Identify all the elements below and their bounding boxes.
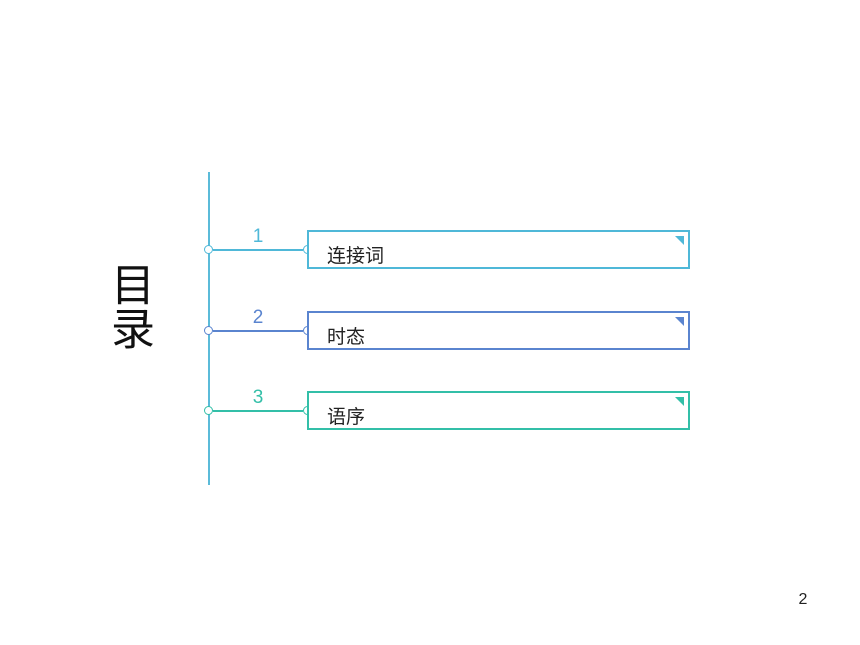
toc-item-label: 语序 <box>327 406 366 428</box>
node-circle-icon <box>204 406 213 415</box>
corner-triangle-icon <box>675 397 684 406</box>
corner-triangle-icon <box>675 236 684 245</box>
toc-item-3[interactable]: 3 语序 <box>203 387 690 431</box>
toc-item-2[interactable]: 2 时态 <box>203 307 690 351</box>
toc-item-number: 2 <box>252 307 264 328</box>
page-title: 目录 <box>103 262 154 350</box>
connector-line <box>213 410 303 412</box>
node-circle-icon <box>204 326 213 335</box>
connector-line <box>213 249 303 251</box>
connector-line <box>213 330 303 332</box>
toc-item-1[interactable]: 1 连接词 <box>203 226 690 270</box>
toc-item-label: 连接词 <box>327 245 385 267</box>
toc-item-box[interactable]: 时态 <box>307 311 690 350</box>
toc-item-number: 1 <box>252 226 264 247</box>
toc-item-label: 时态 <box>327 326 366 348</box>
toc-item-box[interactable]: 语序 <box>307 391 690 430</box>
toc-item-box[interactable]: 连接词 <box>307 230 690 269</box>
page-number: 2 <box>798 591 808 608</box>
node-circle-icon <box>204 245 213 254</box>
toc-item-number: 3 <box>252 387 264 408</box>
corner-triangle-icon <box>675 317 684 326</box>
